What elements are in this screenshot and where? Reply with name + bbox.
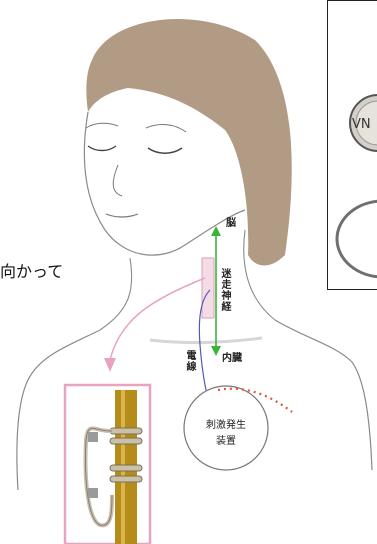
nerve-arrow-head-bottom bbox=[211, 346, 221, 356]
anchor-2 bbox=[88, 488, 98, 498]
coil-4 bbox=[110, 476, 142, 482]
neck-left bbox=[100, 258, 132, 330]
label-brain: 脳 bbox=[226, 219, 236, 229]
mouth bbox=[106, 214, 138, 217]
coil-2 bbox=[110, 438, 142, 444]
right-eye bbox=[148, 148, 182, 153]
label-organs: 内臓 bbox=[222, 354, 242, 364]
face-outline bbox=[84, 112, 245, 255]
neck-nerve-marker bbox=[202, 258, 214, 318]
left-brow bbox=[86, 123, 118, 128]
label-lead-wire: 電線 bbox=[184, 350, 194, 372]
device-inset-panel: VN bbox=[327, 0, 377, 290]
inset-art: VN bbox=[328, 1, 377, 290]
cropped-side-text: 向かって bbox=[0, 258, 63, 282]
coil-1 bbox=[110, 428, 142, 434]
stimulator-label-line1: 刺激発生 bbox=[203, 418, 249, 434]
device-ring bbox=[337, 201, 377, 277]
left-eye bbox=[88, 146, 116, 151]
label-vagus-nerve: 迷走神経 bbox=[219, 268, 229, 312]
callout-arrow-head bbox=[104, 358, 116, 372]
stimulator-label: 刺激発生 装置 bbox=[203, 418, 249, 450]
coil-3 bbox=[110, 465, 142, 471]
shoulder-right bbox=[275, 320, 372, 470]
stimulator-label-line2: 装置 bbox=[203, 434, 249, 450]
anchor-1 bbox=[88, 432, 98, 442]
clavicle bbox=[150, 338, 262, 343]
callout-line bbox=[110, 278, 205, 360]
device-badge: VN bbox=[352, 117, 371, 132]
right-brow bbox=[146, 125, 186, 132]
hair bbox=[86, 19, 291, 266]
nose bbox=[113, 165, 122, 196]
